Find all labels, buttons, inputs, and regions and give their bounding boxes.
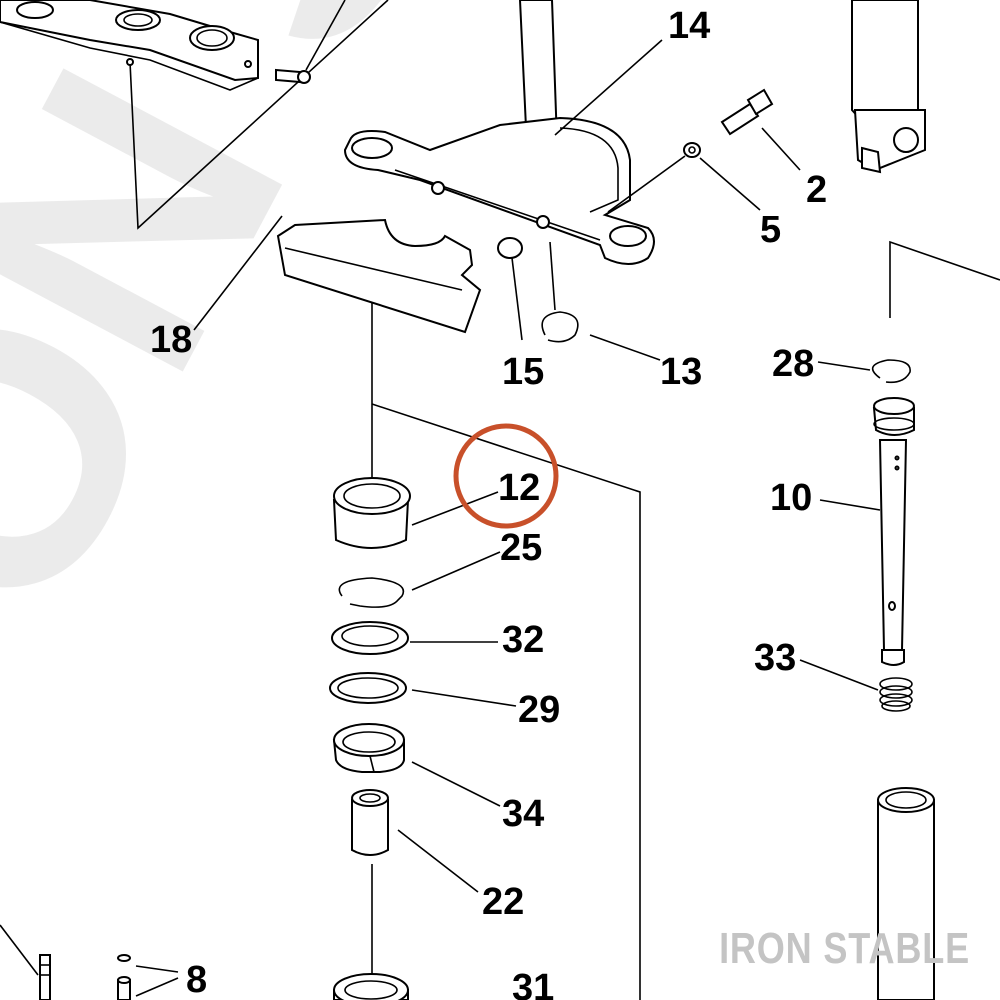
- fork-slider-part: [851, 0, 926, 174]
- callout-18: 18: [150, 319, 192, 361]
- o-ring-part: [329, 672, 517, 707]
- callout-8: 8: [186, 959, 207, 1000]
- callout-29: 29: [518, 689, 560, 731]
- callout-22: 22: [482, 881, 524, 923]
- callout-25: 25: [500, 527, 542, 569]
- callout-labels: 14 2 5 18 15 13 28 10 12 25 32 29 33 34 …: [150, 5, 827, 1000]
- bushing-part: [351, 789, 479, 893]
- split-ring-part: [338, 551, 501, 608]
- washer-part: [607, 142, 761, 213]
- split-collar-part: [332, 723, 501, 807]
- callout-28: 28: [772, 343, 814, 385]
- cover-plate-part: [193, 215, 482, 334]
- bearing-race-part: [332, 477, 499, 549]
- brand-watermark: IRON STABLE: [719, 924, 970, 973]
- plug-part: [497, 237, 523, 341]
- callout-5: 5: [760, 209, 781, 251]
- upper-clamp-part: [343, 0, 663, 265]
- callout-15: 15: [502, 351, 544, 393]
- callout-13: 13: [660, 351, 702, 393]
- bolt-part: [720, 88, 801, 171]
- callout-31: 31: [512, 967, 554, 1000]
- callout-34: 34: [502, 793, 544, 835]
- circlip-part: [541, 241, 661, 361]
- callout-33: 33: [754, 637, 796, 679]
- highlight-circle: [453, 423, 559, 529]
- callout-10: 10: [770, 477, 812, 519]
- callout-14: 14: [668, 5, 710, 47]
- callout-32: 32: [502, 619, 544, 661]
- slotted-ring-part: [331, 621, 498, 655]
- bottom-ring-part: [333, 973, 409, 1000]
- ring-28-part: [817, 359, 911, 384]
- spring-part: [799, 659, 913, 712]
- watermark-text: ON STAB: [0, 0, 856, 676]
- lower-bracket-part: [0, 0, 346, 91]
- damper-rod-part: [819, 397, 915, 666]
- stud-part: [39, 954, 179, 1000]
- callout-12: 12: [498, 467, 540, 509]
- callout-2: 2: [806, 169, 827, 211]
- fork-tube-part: [877, 787, 935, 1000]
